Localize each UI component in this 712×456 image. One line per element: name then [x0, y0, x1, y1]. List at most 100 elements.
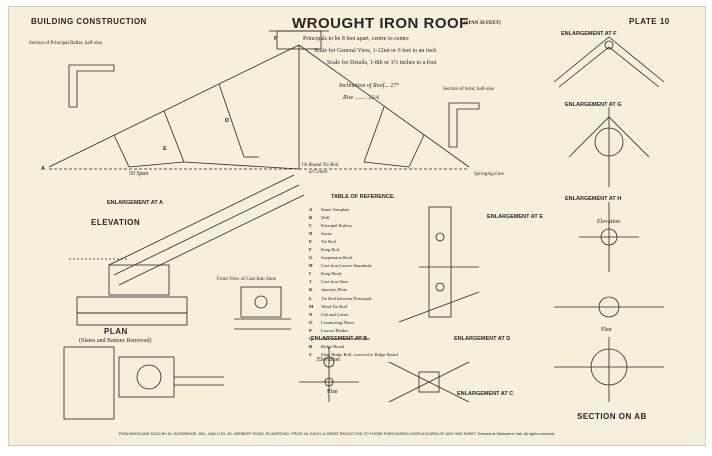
enlargement-g-title: ENLARGEMENT AT G [565, 102, 622, 108]
reference-row: Q Cast Iron Gutter on Rhone [309, 335, 398, 343]
reference-key: L [309, 295, 313, 301]
reference-value: Suspension Rods [321, 255, 353, 261]
truss-letter-e: E [163, 146, 167, 152]
reference-row: H Cast Iron Louvre Standards [309, 262, 398, 270]
section-ab-title: SECTION ON AB [577, 412, 647, 421]
inclination-label: Inclination of Roof... 27° [339, 83, 399, 89]
reference-key: N [309, 311, 313, 317]
reference-value: Principal Rafters [321, 222, 352, 228]
reference-row: B Wall [309, 213, 398, 221]
plan-title: PLAN [104, 327, 128, 336]
subtitle-2: Scale for General View, 1-12nd or 6 feet… [314, 48, 437, 54]
tie-rod-label: 1⅝ Round Tie Rod [301, 163, 339, 168]
reference-value: Wall [321, 214, 330, 220]
header-left: BUILDING CONSTRUCTION [31, 17, 147, 26]
reference-row: K Junction Plate [309, 286, 398, 294]
reference-row: M Wind Tie Rod [309, 302, 398, 310]
rise-label: Rise ........ 12-6 [343, 95, 380, 101]
enlargement-f-title: ENLARGEMENT AT F [561, 31, 617, 37]
plate-number: PLATE 10 [629, 17, 670, 26]
enlargement-h-drawing [579, 202, 639, 272]
main-truss [48, 30, 470, 170]
reference-row: A Stone Template [309, 205, 398, 213]
enlargement-b-drawing [299, 347, 359, 402]
reference-key: S [309, 352, 312, 358]
truss-letter-f: F [274, 36, 278, 42]
reference-key: E [309, 238, 313, 244]
reference-key: G [309, 255, 313, 261]
plan-note: (Slates and Battens Removed) [79, 338, 152, 344]
truss-letter-a: A [41, 166, 45, 172]
reference-value: Ridge Board [321, 344, 345, 350]
cast-iron-shoe-front [234, 286, 291, 330]
plan-small-h: Plan [601, 327, 612, 333]
reference-value: Cast Iron Louvre Standards [321, 263, 372, 269]
reference-value: Junction Plate [321, 287, 347, 293]
reference-row: L Tie Rod between Principals [309, 294, 398, 302]
span-label: 50 Span [129, 171, 149, 177]
section-ab-drawing [554, 296, 664, 402]
enlargement-e-title: ENLARGEMENT AT E [487, 214, 543, 220]
enlargement-d-title: ENLARGEMENT AT D [454, 336, 511, 342]
enlargement-a-title: ENLARGEMENT AT A [107, 200, 164, 206]
reference-value: Gib and Cotter [321, 311, 349, 317]
elevation-small-h: Elevation [597, 219, 620, 225]
plan-small-b: Plan [327, 389, 338, 395]
reference-key: K [309, 287, 313, 293]
reference-key: F [309, 247, 312, 253]
reference-key: P [309, 327, 312, 333]
reference-value: Struts [321, 230, 332, 236]
springing-label: Springing Line [474, 172, 504, 177]
strut-section [448, 102, 480, 148]
reference-value: Cast Iron Shoe [321, 279, 349, 285]
reference-value: King Head [321, 271, 342, 277]
reference-row: R Ridge Board [309, 343, 398, 351]
truss-letter-d: D [225, 118, 229, 124]
reference-key: B [309, 214, 313, 220]
reference-value: Connecting Plates [321, 319, 355, 325]
reference-key: H [309, 263, 313, 269]
reference-key: Q [309, 336, 313, 342]
reference-key: J [309, 279, 312, 285]
centre-label: at Centre [309, 170, 328, 175]
reference-table-title: TABLE OF REFERENCE. [331, 194, 396, 200]
plan-view [63, 346, 224, 420]
enlargement-f-drawing [553, 36, 665, 88]
reference-value: Cast Iron Gutter on Rhone [321, 336, 370, 342]
reference-row: I King Head [309, 270, 398, 278]
reference-key: A [309, 206, 313, 212]
footer-imprint: PUBLISHED AND SOLD BY W. GOSDRIDGE, DEL.… [119, 432, 556, 436]
reference-row: O Connecting Plates [309, 318, 398, 326]
reference-key: I [309, 271, 311, 277]
rafter-section-label: Section of Principal Rafter, half-size [29, 41, 102, 46]
reference-value: Stone Template [321, 206, 350, 212]
subtitle-3: Scale for Details, 1-8th or 1½ inches to… [327, 60, 437, 66]
reference-row: F King Rod [309, 245, 398, 253]
page-title: WROUGHT IRON ROOF [292, 15, 469, 32]
enlargement-c-drawing [388, 361, 470, 403]
elevation-small-b: Elevation [317, 357, 340, 363]
drawing-linework [48, 30, 665, 420]
reference-value: King Rod [321, 247, 339, 253]
enlargement-e-drawing [398, 206, 480, 323]
reference-key: O [309, 319, 313, 325]
reference-value: Tie Rod between Principals [321, 295, 372, 301]
reference-key: R [309, 344, 313, 350]
reference-row: J Cast Iron Shoe [309, 278, 398, 286]
reference-key: M [309, 303, 314, 309]
reference-row: D Struts [309, 229, 398, 237]
elevation-title: ELEVATION [91, 218, 141, 227]
enlargement-h-title: ENLARGEMENT AT H [565, 196, 622, 202]
reference-row: N Gib and Cotter [309, 310, 398, 318]
enlargement-c-title: ENLARGEMENT AT C [457, 391, 514, 397]
rafter-section [68, 64, 115, 108]
strut-section-label: Section of Strut, half-size [443, 87, 495, 92]
reference-key: D [309, 230, 313, 236]
reference-value: Wind Tie Rod [321, 303, 347, 309]
